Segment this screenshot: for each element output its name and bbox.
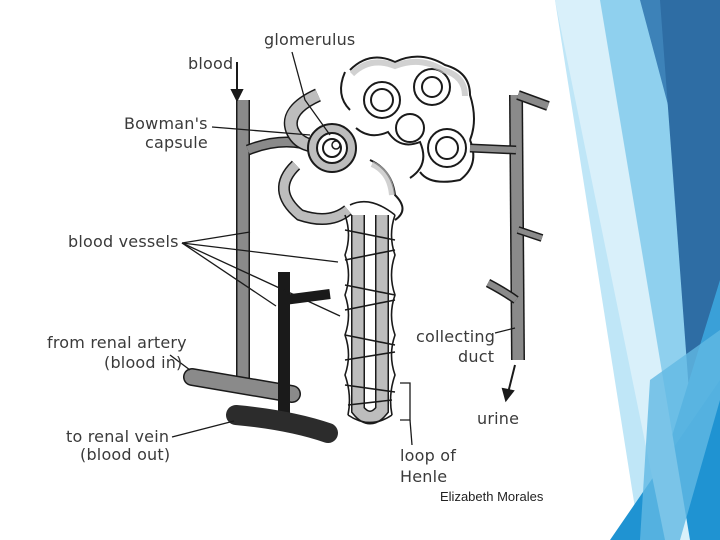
arrow-head-icon (501, 387, 515, 403)
label-duct: duct (458, 347, 495, 366)
peritubular-capillaries (344, 200, 396, 424)
label-henle: Henle (400, 467, 448, 486)
flow-arrows (230, 62, 516, 403)
label-blood: blood (188, 54, 234, 73)
label-collecting: collecting (416, 327, 496, 346)
convoluted-tubules-fill (349, 58, 468, 196)
label-bowmans: Bowman's (124, 114, 208, 133)
decorative-facets (555, 0, 720, 540)
label-glomerulus: glomerulus (264, 30, 356, 49)
label-renal-vein: to renal vein (66, 427, 170, 446)
label-blood-in: (blood in) (104, 353, 183, 372)
renal-vein (226, 272, 338, 443)
collecting-duct (469, 90, 550, 361)
arrow-head-icon (230, 89, 244, 103)
afferent-vessel (183, 100, 321, 403)
author-credit: Elizabeth Morales (440, 489, 544, 504)
convoluted-tubules (340, 55, 475, 221)
pointer-lines (169, 51, 516, 446)
label-blood-vessels: blood vessels (68, 232, 179, 251)
label-loop-of: loop of (400, 446, 457, 465)
label-capsule: capsule (145, 133, 208, 152)
label-renal-artery: from renal artery (47, 333, 187, 352)
label-blood-out: (blood out) (80, 445, 171, 464)
urine-out-arrow-icon (507, 364, 516, 394)
bowmans-capsule (307, 123, 357, 173)
label-urine: urine (477, 409, 520, 428)
